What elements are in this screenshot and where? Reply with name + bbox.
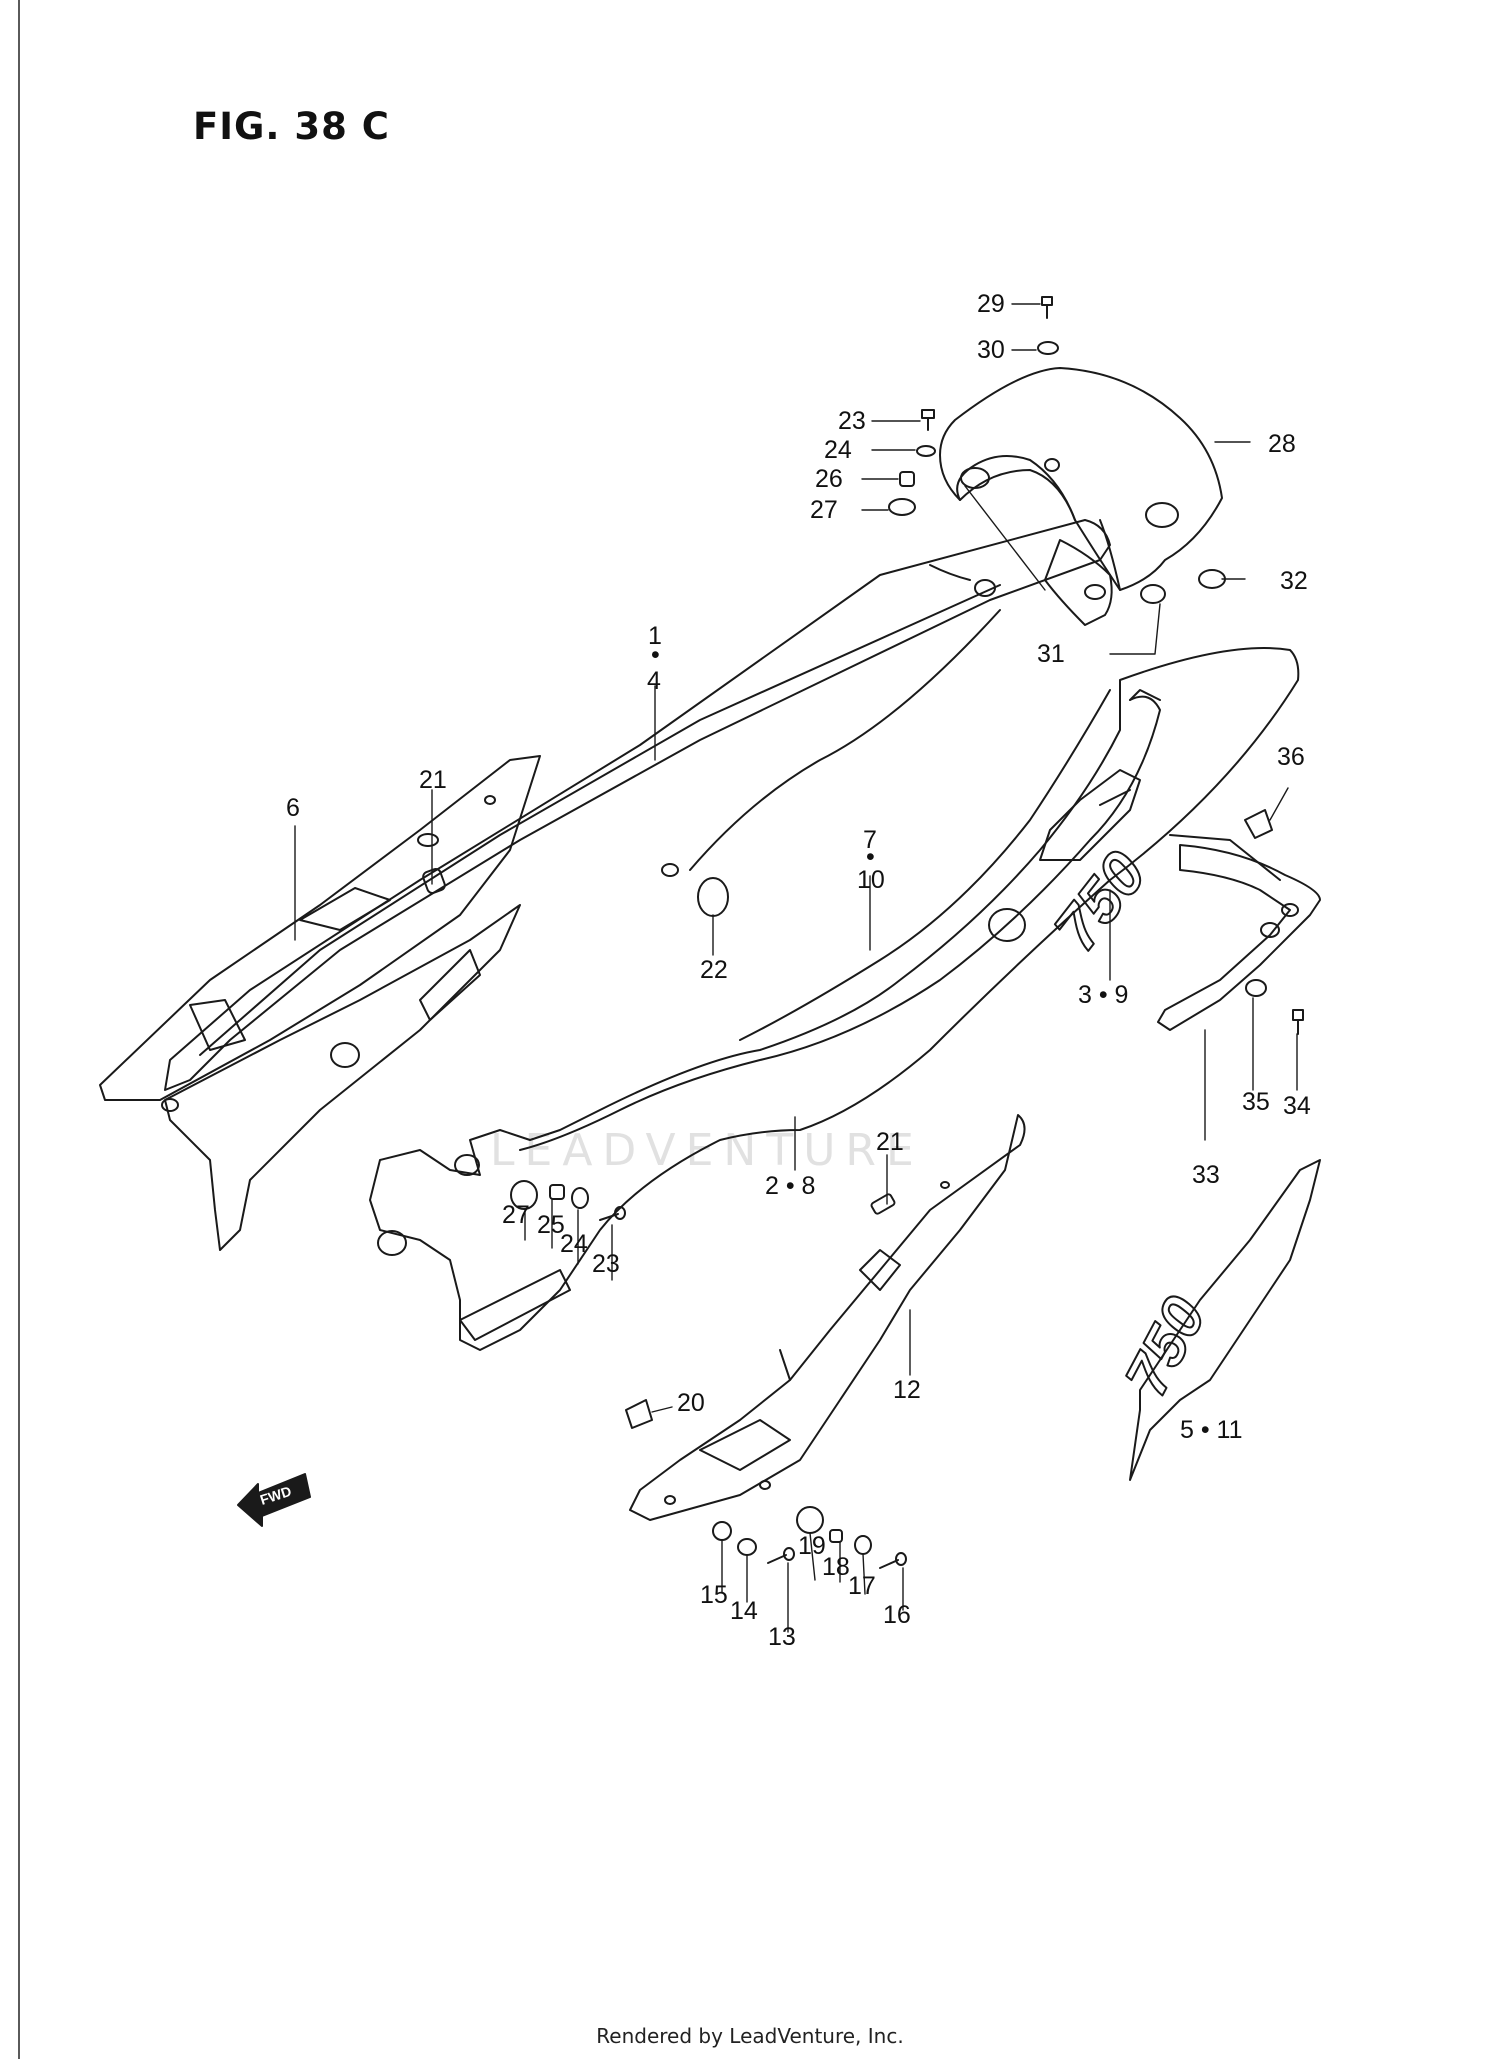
emblem-750-text: 750 [1042,840,1160,964]
callout-24-lower: 24 [560,1230,588,1258]
footer-credit: Rendered by LeadVenture, Inc. [596,2024,904,2048]
callout-21-upper: 21 [419,766,447,794]
callout-separator-7-10: • [866,843,875,871]
callout-4: 4 [647,667,661,695]
callout-21-lower: 21 [876,1128,904,1156]
callout-18: 18 [822,1553,850,1581]
callout-14: 14 [730,1597,758,1625]
fasteners [510,296,1304,1569]
callout-23-lower: 23 [592,1250,620,1278]
lower-side-plate [629,1114,1026,1521]
fwd-arrow-icon: FWD [237,1473,311,1527]
callout-28: 28 [1268,430,1296,458]
callout-19: 19 [798,1532,826,1560]
callout-32: 32 [1280,567,1308,595]
main-side-cover [369,647,1300,1351]
callout-13: 13 [768,1623,796,1651]
callout-5-11: 5 • 11 [1180,1416,1243,1444]
callout-17: 17 [848,1572,876,1600]
callout-26: 26 [815,465,843,493]
front-lower-cover [161,904,521,1251]
callout-2-8: 2 • 8 [765,1172,816,1200]
callout-30: 30 [977,336,1005,364]
page-left-rule [18,0,20,2059]
callout-29: 29 [977,290,1005,318]
callout-20: 20 [677,1389,705,1417]
callout-24: 24 [824,436,852,464]
callout-23: 23 [838,407,866,435]
callout-1: 1 [648,622,662,650]
rear-bracket [1044,539,1113,626]
rear-tail-plate [1157,834,1321,1031]
callout-separator-1-4: • [651,641,660,669]
callout-25: 25 [537,1211,565,1239]
callout-10: 10 [857,866,885,894]
figure-title: FIG. 38 C [193,105,390,148]
callout-34: 34 [1283,1092,1311,1120]
callout-12: 12 [893,1376,921,1404]
leader-lines [294,303,1298,1633]
callout-15: 15 [700,1581,728,1609]
callout-7: 7 [863,826,877,854]
callout-33: 33 [1192,1161,1220,1189]
frame-tail-rail [164,519,1111,1091]
callout-36: 36 [1277,743,1305,771]
side-decal [1129,1159,1321,1481]
callout-27-lower: 27 [502,1201,530,1229]
callout-16: 16 [883,1601,911,1629]
callout-35: 35 [1242,1088,1270,1116]
rear-tail-piece [939,367,1223,591]
callout-27: 27 [810,496,838,524]
decal-750-text: 750 [1112,1286,1218,1406]
callout-6: 6 [286,794,300,822]
main-cover-emblem [1039,769,1141,861]
callout-22: 22 [700,956,728,984]
left-side-cover [99,755,541,1101]
callout-31: 31 [1037,640,1065,668]
callout-3-9: 3 • 9 [1078,981,1129,1009]
